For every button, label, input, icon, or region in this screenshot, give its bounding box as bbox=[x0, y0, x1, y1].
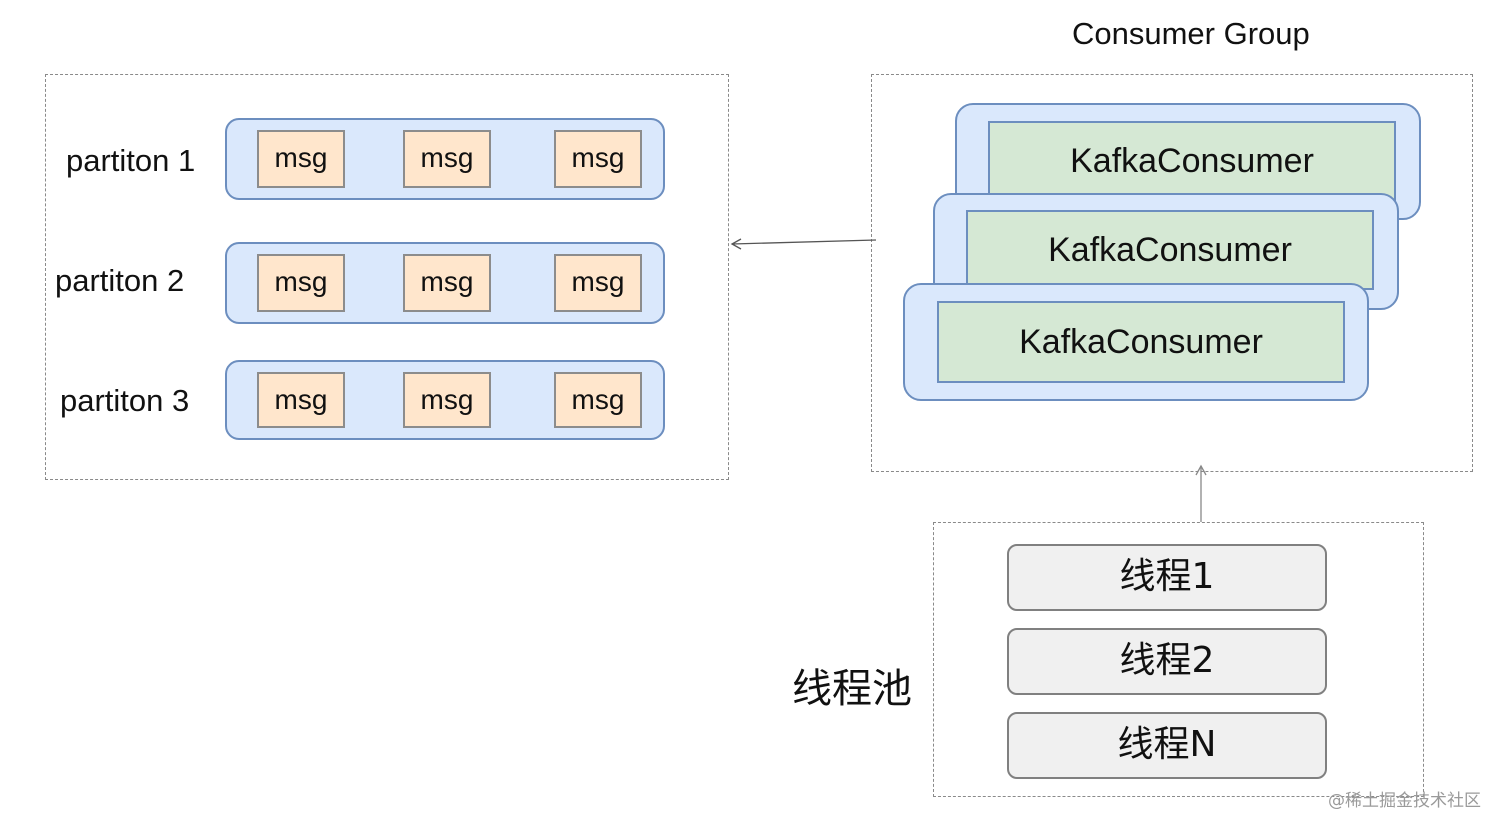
partition-2-msg-1: msg bbox=[257, 254, 345, 312]
partition-2-msg-2: msg bbox=[403, 254, 491, 312]
partition-label-2: partiton 2 bbox=[55, 263, 185, 298]
thread-item-2: 线程2 bbox=[1007, 628, 1327, 695]
threadpool-to-consumer-arrow bbox=[1195, 464, 1207, 522]
partition-1-msg-3: msg bbox=[554, 130, 642, 188]
consumer-group-title: Consumer Group bbox=[1072, 16, 1310, 51]
partition-2-msg-3: msg bbox=[554, 254, 642, 312]
thread-pool-container bbox=[933, 522, 1424, 797]
thread-pool-label: 线程池 bbox=[792, 666, 912, 712]
consumer-label-3: KafkaConsumer bbox=[937, 301, 1345, 383]
consumer-label-1: KafkaConsumer bbox=[988, 121, 1396, 201]
partition-3-msg-1: msg bbox=[257, 372, 345, 428]
partition-1-msg-2: msg bbox=[403, 130, 491, 188]
thread-item-1: 线程1 bbox=[1007, 544, 1327, 611]
consumer-to-partitions-arrow bbox=[730, 238, 877, 250]
partition-3-msg-2: msg bbox=[403, 372, 491, 428]
consumer-group-container bbox=[871, 74, 1473, 472]
topic-partitions-container bbox=[45, 74, 729, 480]
partition-label-3: partiton 3 bbox=[60, 383, 190, 418]
partition-1-msg-1: msg bbox=[257, 130, 345, 188]
partition-label-1: partiton 1 bbox=[66, 143, 196, 178]
watermark: @稀土掘金技术社区 bbox=[1328, 791, 1481, 811]
thread-item-n: 线程N bbox=[1007, 712, 1327, 779]
partition-3-msg-3: msg bbox=[554, 372, 642, 428]
